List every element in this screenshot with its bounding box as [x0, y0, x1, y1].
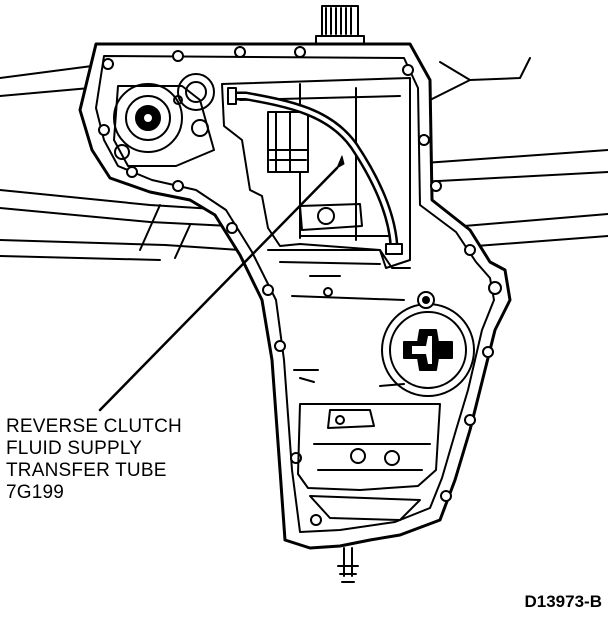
callout-line-4: 7G199 [6, 482, 65, 503]
gasket-inner-outline [95, 55, 495, 533]
output-shaft [315, 5, 365, 45]
callout-leader [98, 155, 345, 412]
callout-label: REVERSE CLUTCH FLUID SUPPLY TRANSFER TUB… [6, 416, 182, 504]
accumulator-cover [381, 291, 475, 397]
callout-line-2: FLUID SUPPLY [6, 438, 143, 459]
lower-valve-body [293, 369, 441, 583]
gasket-bolt-holes [98, 46, 502, 526]
transfer-tube [227, 87, 403, 255]
callout-line-1: REVERSE CLUTCH [6, 416, 182, 437]
callout-line-3: TRANSFER TUBE [6, 460, 167, 481]
figure-id: D13973-B [524, 592, 603, 611]
pump-assembly [113, 73, 215, 167]
servo-cylinder [267, 111, 309, 173]
